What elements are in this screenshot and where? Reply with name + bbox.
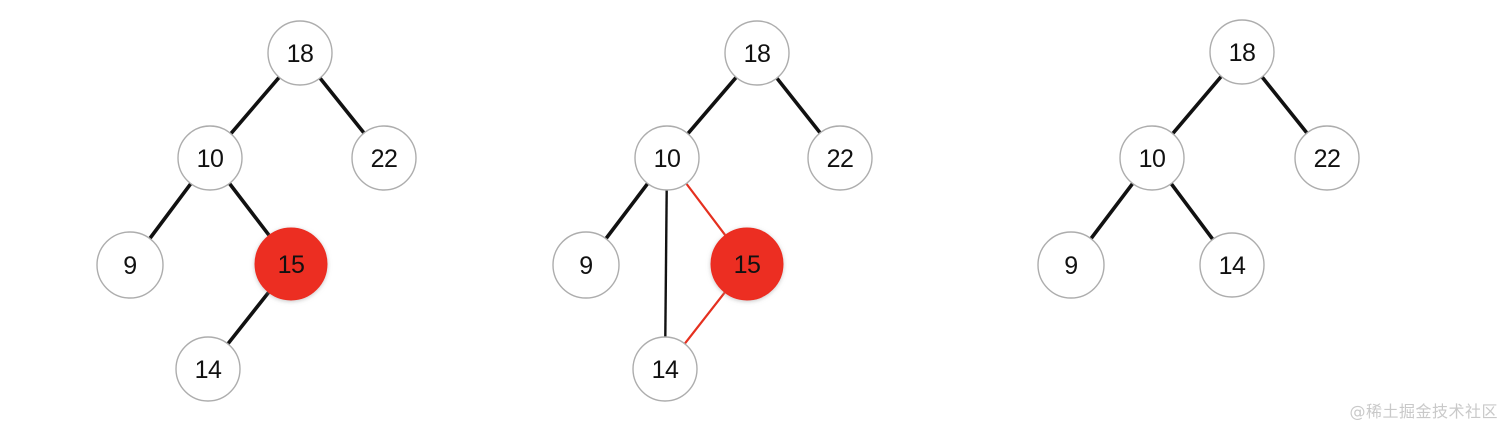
node-circle-14[interactable]	[632, 336, 698, 402]
node-circle-10[interactable]	[1119, 125, 1185, 191]
tree-node-18[interactable]: 18	[267, 20, 333, 86]
tree-node-14[interactable]: 14	[632, 336, 698, 402]
node-label-10: 10	[1139, 145, 1166, 173]
tree-edge-10-15	[227, 180, 272, 238]
node-label-14: 14	[652, 356, 679, 384]
node-circle-15[interactable]	[254, 227, 328, 301]
tree-node-9[interactable]: 9	[552, 231, 620, 299]
node-label-9: 9	[1064, 252, 1077, 280]
node-circle-10[interactable]	[177, 125, 243, 191]
node-circle-18[interactable]	[267, 20, 333, 86]
node-label-22: 22	[827, 145, 854, 173]
node-circle-18[interactable]	[724, 20, 790, 86]
node-label-15: 15	[278, 251, 305, 279]
panel-before-nodes: 18 10 22 9 15 14	[96, 20, 417, 402]
panel-after-nodes: 18 10 22 9 14	[1037, 19, 1360, 299]
tree-node-9[interactable]: 9	[1037, 231, 1105, 299]
node-label-10: 10	[197, 145, 224, 173]
node-label-14: 14	[1219, 252, 1246, 280]
tree-edge-18-10	[1170, 73, 1224, 137]
tree-edge-15-14	[682, 290, 727, 346]
node-label-18: 18	[744, 40, 771, 68]
node-label-9: 9	[579, 252, 592, 280]
node-label-9: 9	[123, 252, 136, 280]
tree-node-15[interactable]: 15	[710, 227, 784, 301]
node-circle-22[interactable]	[351, 125, 417, 191]
tree-edge-18-22	[774, 75, 823, 136]
tree-edge-15-14	[225, 289, 272, 347]
tree-edge-10-15	[684, 181, 728, 238]
tree-edge-18-22	[317, 75, 367, 136]
edges-layer	[147, 73, 1310, 347]
tree-node-22[interactable]: 22	[807, 125, 873, 191]
panel-before-edges	[147, 74, 367, 347]
node-circle-14[interactable]	[1199, 232, 1265, 298]
node-circle-22[interactable]	[1294, 125, 1360, 191]
panel-during-edges	[603, 74, 823, 346]
panel-during-nodes: 18 10 22 9 15 14	[552, 20, 873, 402]
node-circle-9[interactable]	[552, 231, 620, 299]
node-circle-15[interactable]	[710, 227, 784, 301]
node-circle-9[interactable]	[96, 231, 164, 299]
node-label-15: 15	[734, 251, 761, 279]
tree-node-22[interactable]: 22	[351, 125, 417, 191]
tree-edge-18-10	[228, 74, 282, 137]
tree-edge-18-10	[685, 74, 739, 137]
tree-edge-10-9	[1088, 180, 1136, 242]
node-label-22: 22	[1314, 145, 1341, 173]
tree-node-22[interactable]: 22	[1294, 125, 1360, 191]
node-circle-10[interactable]	[634, 125, 700, 191]
tree-edge-10-9	[147, 181, 194, 242]
nodes-layer: 18 10 22 9 15 14 18 10 22 9 15 14 18 10 22 9 14	[96, 19, 1360, 402]
node-label-18: 18	[287, 40, 314, 68]
node-label-14: 14	[195, 356, 222, 384]
tree-node-10[interactable]: 10	[634, 125, 700, 191]
tree-node-18[interactable]: 18	[724, 20, 790, 86]
tree-node-10[interactable]: 10	[1119, 125, 1185, 191]
tree-edge-18-22	[1259, 74, 1310, 136]
tree-node-14[interactable]: 14	[1199, 232, 1265, 298]
tree-node-15[interactable]: 15	[254, 227, 328, 301]
tree-node-9[interactable]: 9	[96, 231, 164, 299]
node-circle-22[interactable]	[807, 125, 873, 191]
tree-node-10[interactable]: 10	[177, 125, 243, 191]
watermark-label: @稀土掘金技术社区	[1349, 402, 1498, 421]
tree-node-14[interactable]: 14	[175, 336, 241, 402]
tree-node-18[interactable]: 18	[1209, 19, 1275, 85]
panel-after-edges	[1088, 73, 1310, 242]
tree-edge-10-14	[1168, 181, 1216, 242]
node-circle-18[interactable]	[1209, 19, 1275, 85]
node-circle-14[interactable]	[175, 336, 241, 402]
node-label-18: 18	[1229, 39, 1256, 67]
tree-edge-10-9	[603, 180, 651, 242]
node-circle-9[interactable]	[1037, 231, 1105, 299]
node-label-10: 10	[654, 145, 681, 173]
tree-edge-10-14	[664, 188, 668, 339]
node-label-22: 22	[371, 145, 398, 173]
